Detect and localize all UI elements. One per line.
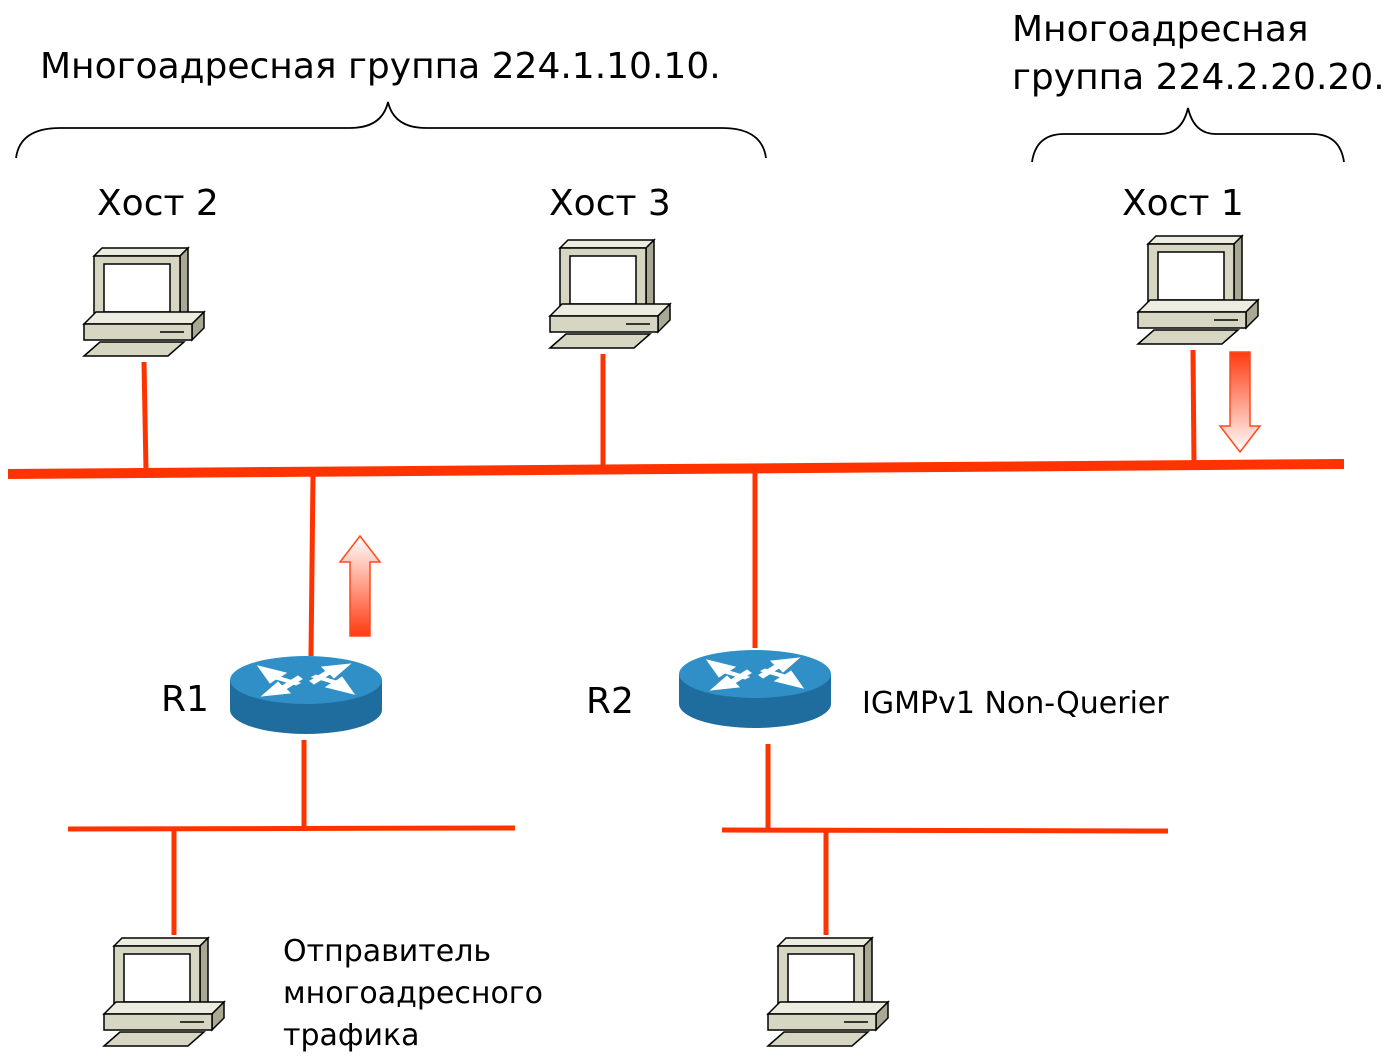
- sender-label-line2: многоадресного: [283, 976, 543, 1011]
- host1-pc-icon: [1137, 235, 1259, 345]
- r2-router-icon: [678, 649, 832, 729]
- lan2-segment: [721, 827, 1169, 834]
- sender-label-line3: трафика: [283, 1018, 420, 1053]
- r1-router-icon: [229, 655, 383, 735]
- group1-brace: [15, 101, 767, 159]
- r1-label: R1: [161, 679, 209, 720]
- host2-label: Хост 2: [97, 183, 219, 224]
- report-down-arrow: [1218, 351, 1262, 454]
- main-segment: [7, 459, 1345, 479]
- host2-pc-icon: [83, 247, 205, 357]
- host3-pc-icon: [549, 239, 671, 349]
- sender-label-line1: Отправитель: [283, 934, 492, 969]
- group2-label-line2: группа 224.2.20.20.: [1012, 57, 1385, 98]
- host1-label: Хост 1: [1122, 183, 1244, 224]
- r2-role-label: IGMPv1 Non-Querier: [862, 686, 1169, 721]
- lan2-pc-icon: [767, 937, 889, 1047]
- lan1-segment: [67, 825, 516, 832]
- forward-up-arrow: [338, 534, 382, 637]
- r1-uplink: [308, 475, 316, 657]
- host2-link: [141, 361, 149, 471]
- group2-brace: [1031, 107, 1345, 163]
- group1-label: Многоадресная группа 224.1.10.10.: [40, 46, 721, 87]
- r2-label: R2: [586, 681, 634, 722]
- sender-pc-icon: [103, 937, 225, 1047]
- group2-label-line1: Многоадресная: [1012, 9, 1309, 50]
- host1-link: [1190, 349, 1197, 465]
- host3-label: Хост 3: [549, 183, 671, 224]
